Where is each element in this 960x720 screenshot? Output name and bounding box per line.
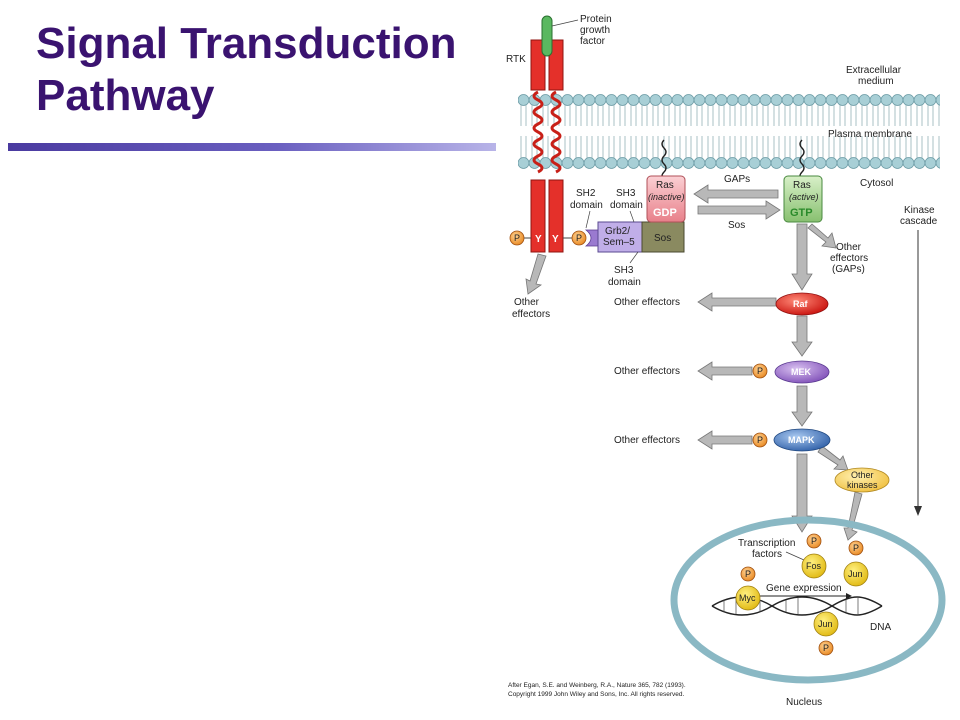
phospho-group: P [740,566,756,582]
sh2-domain-shape [584,229,599,247]
ras-inactive [646,175,686,223]
dna-label: DNA [870,622,891,633]
gaps-arrow [693,184,779,204]
jun-factor-upper: Jun [843,561,869,587]
ras-active-name: Ras [793,180,811,191]
arrow-ras-raf [791,223,813,291]
svg-text:Raf: Raf [793,299,809,309]
ras-active-state: (active) [789,192,819,202]
growth-factor-ligand [541,15,553,57]
arrow-mek-mapk [791,385,813,427]
sos-box [641,221,685,253]
myc-factor: Myc [735,585,761,611]
phospho-group: P [848,540,864,556]
svg-text:P: P [823,643,829,653]
ras-active [783,175,823,223]
mapk-kinase: MAPK [773,428,831,452]
svg-text:MEK: MEK [791,367,812,377]
svg-text:P: P [811,536,817,546]
tyrosine-label-left: Y [535,234,542,245]
phospho-group: P [571,230,587,246]
svg-text:MAPK: MAPK [788,435,815,445]
svg-text:P: P [514,233,520,243]
svg-text:Jun: Jun [818,619,833,629]
arrow-to-gaps-effectors [807,223,837,249]
ras-inactive-state: (inactive) [648,192,685,202]
arrow-raf-effectors [697,292,777,312]
svg-text:P: P [745,569,751,579]
arrow-mek-effectors [697,361,753,381]
fos-factor: Fos [801,553,827,579]
ras-inactive-nucleotide: GDP [653,207,677,219]
sos-arrow-label: Sos [728,220,745,231]
ras-active-nucleotide: GTP [790,207,813,219]
grb2-label: Grb2/Sem–5 [603,226,635,248]
arrow-rtk-effectors [525,253,547,295]
svg-text:P: P [757,435,763,445]
ras-inactive-name: Ras [656,180,674,191]
gaps-label: GAPs [724,174,750,185]
gene-expression-label: Gene expression [766,583,842,594]
arrow-kinases-jun [843,491,863,541]
citation-line-2: Copyright 1999 John Wiley and Sons, Inc.… [508,691,685,698]
title-underline [8,143,496,151]
nucleus-label: Nucleus [786,697,822,708]
arrow-raf-mek [791,315,813,357]
rtk-receptor [530,39,564,253]
svg-text:P: P [853,543,859,553]
raf-kinase: Raf [775,292,829,316]
phospho-group: P [509,230,525,246]
other-effectors-raf-label: Other effectors [614,297,680,308]
phospho-group: P [752,363,768,379]
sos-arrow [697,200,781,220]
arrow-mapk-kinases [817,445,849,471]
cytosol-label: Cytosol [860,178,893,189]
arrow-mapk-nucleus [791,453,813,533]
plasma-membrane [518,93,940,170]
svg-text:Fos: Fos [806,561,822,571]
sos-box-label: Sos [654,233,671,244]
svg-text:Myc: Myc [739,593,756,603]
nucleus [670,516,946,684]
citation-line-1: After Egan, S.E. and Weinberg, R.A., Nat… [508,682,686,689]
tyrosine-label-right: Y [552,234,559,245]
rtk-label: RTK [506,54,526,65]
phospho-group: P [818,640,834,656]
other-effectors-mapk-label: Other effectors [614,435,680,446]
svg-text:P: P [757,366,763,376]
plasma-membrane-label: Plasma membrane [828,129,912,140]
arrow-mapk-effectors [697,430,753,450]
mek-kinase: MEK [774,360,830,384]
phospho-group: P [752,432,768,448]
svg-text:Jun: Jun [848,569,863,579]
jun-factor-lower: Jun [813,611,839,637]
slide-title: Signal Transduction Pathway [36,19,457,120]
phospho-group: P [806,533,822,549]
svg-text:P: P [576,233,582,243]
other-effectors-mek-label: Other effectors [614,366,680,377]
